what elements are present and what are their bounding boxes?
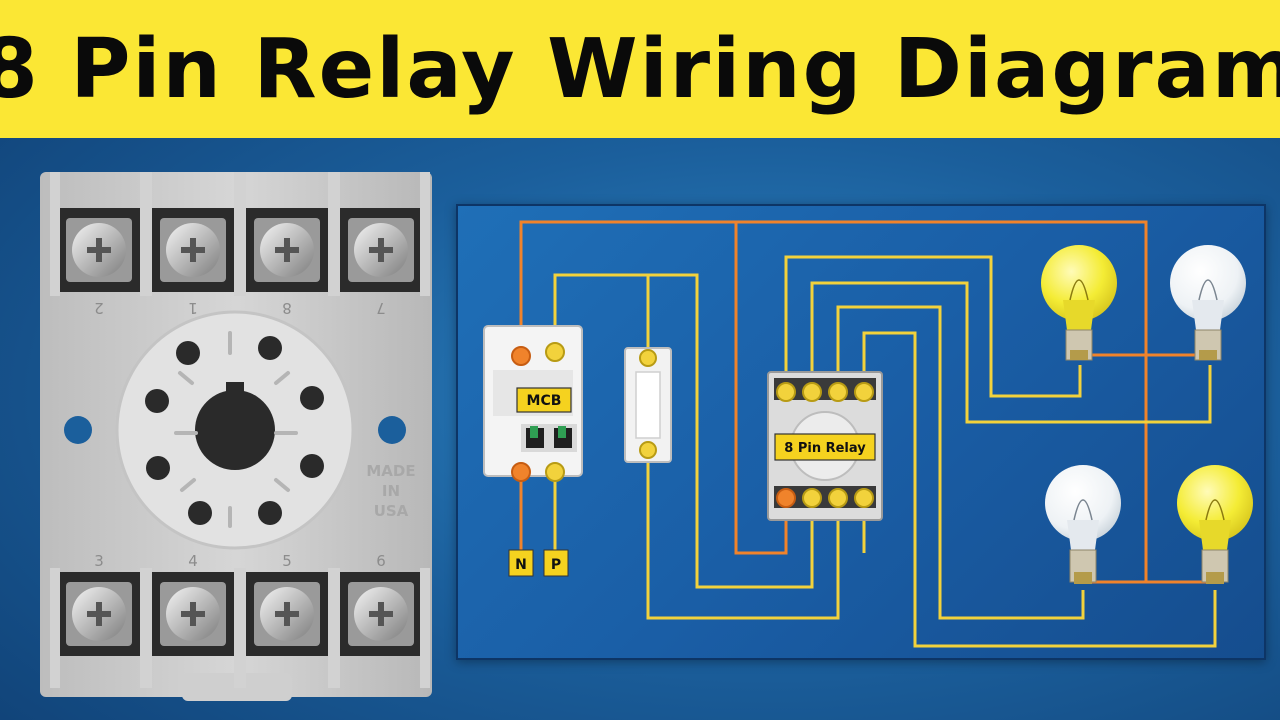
screw-icon <box>66 218 132 282</box>
made-in-text: IN <box>382 482 400 500</box>
relay-socket-image: 2 1 8 7 3 4 5 6 MADE IN USA <box>40 172 432 701</box>
pin-number: 5 <box>282 552 292 570</box>
pin-number: 2 <box>94 299 104 317</box>
screw-icon <box>348 582 414 646</box>
screw-icon <box>348 218 414 282</box>
screw-icon <box>254 218 320 282</box>
pin-number: 4 <box>188 552 198 570</box>
title-banner: 8 Pin Relay Wiring Diagram <box>0 0 1280 138</box>
page-title: 8 Pin Relay Wiring Diagram <box>0 21 1280 117</box>
made-in-text: MADE <box>366 462 415 480</box>
pin-number: 7 <box>376 299 386 317</box>
screw-icon <box>160 582 226 646</box>
screw-icon <box>254 582 320 646</box>
pin-number: 3 <box>94 552 104 570</box>
screw-icon <box>160 218 226 282</box>
pin-number: 1 <box>188 299 198 317</box>
pin-number: 8 <box>282 299 292 317</box>
wiring-diagram-panel <box>456 204 1266 660</box>
made-in-text: USA <box>374 502 409 520</box>
screw-icon <box>66 582 132 646</box>
pin-number: 6 <box>376 552 386 570</box>
